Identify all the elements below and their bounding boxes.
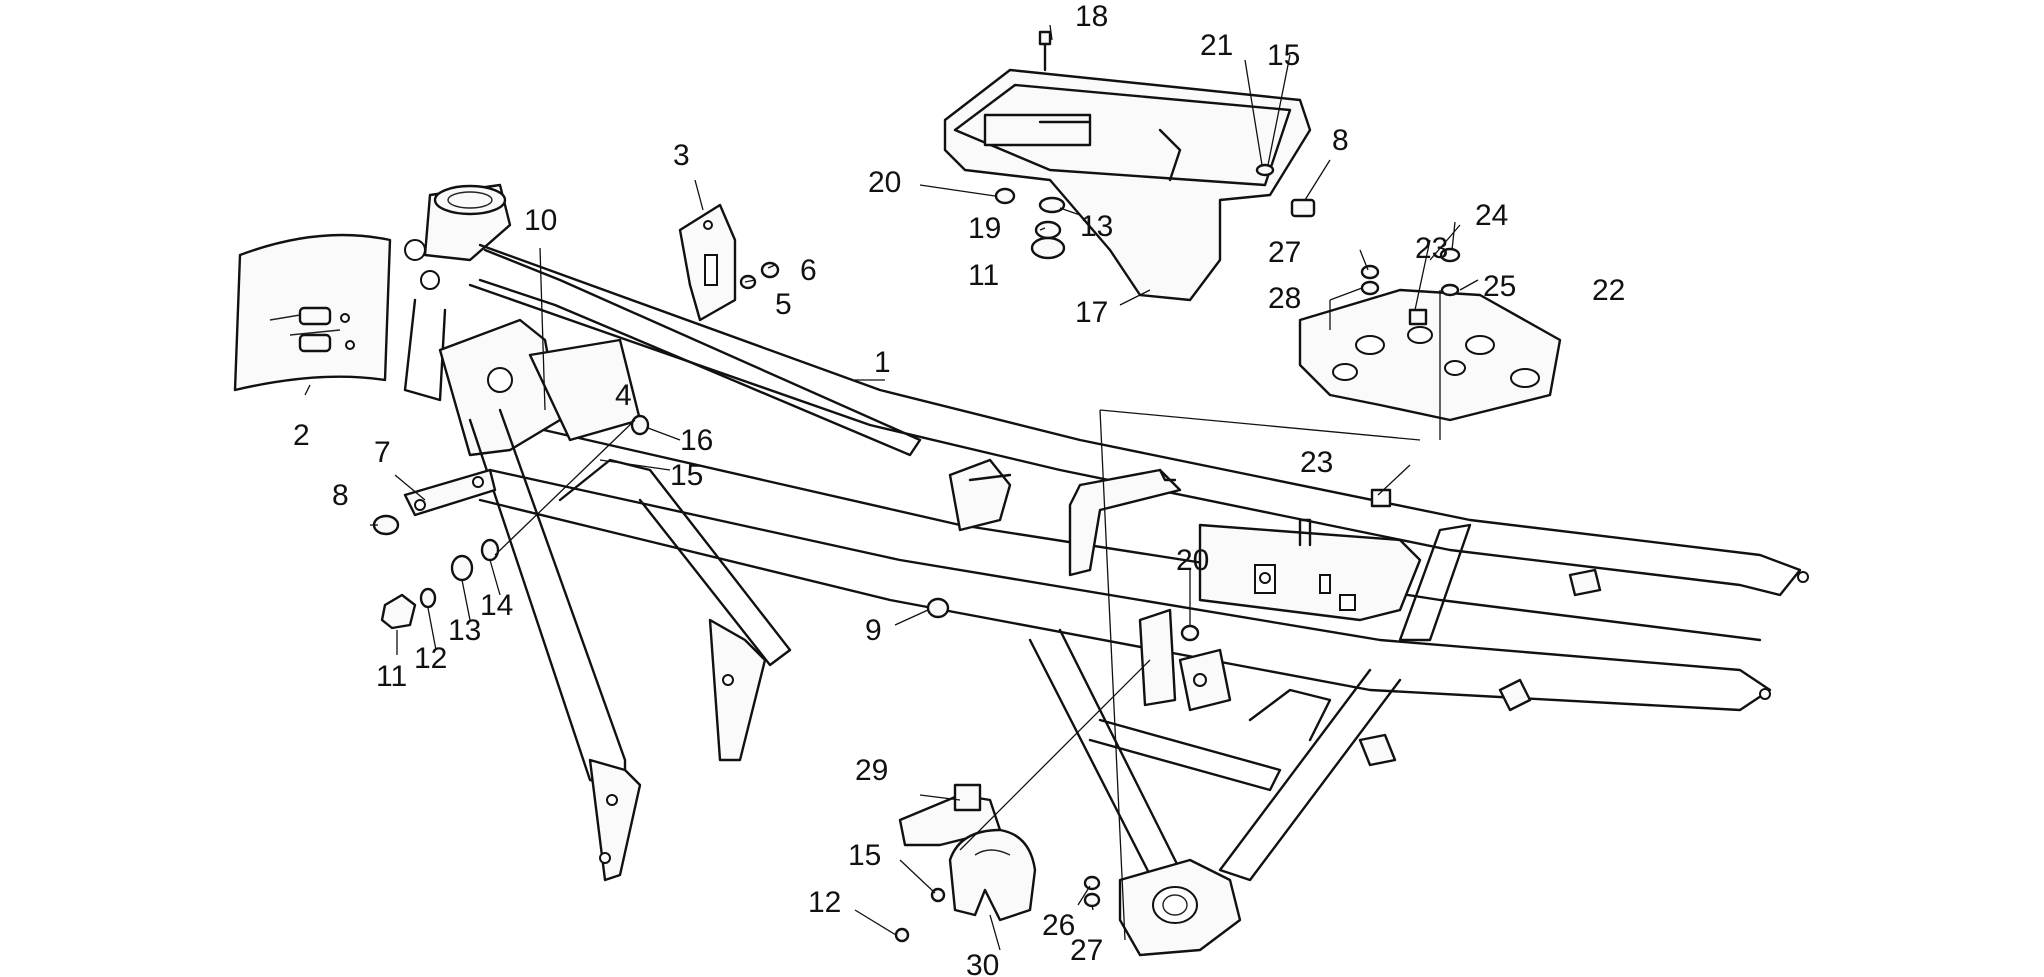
callout-5: 5 <box>775 288 792 321</box>
callout-15-top: 15 <box>1267 39 1300 72</box>
callout-12-bottom: 12 <box>808 886 841 919</box>
callout-28: 28 <box>1268 282 1301 315</box>
callout-15-bottom: 15 <box>848 839 881 872</box>
callout-24: 24 <box>1475 199 1508 232</box>
plate-part-22 <box>1298 288 1562 422</box>
callout-6: 6 <box>800 254 817 287</box>
callout-8-right: 8 <box>1332 124 1349 157</box>
callout-7: 7 <box>374 436 391 469</box>
battery-tray-part-17 <box>943 68 1312 302</box>
callout-2: 2 <box>293 419 310 452</box>
callout-labels: 1 2 3 4 5 6 7 8 8 9 10 11 11 12 12 13 13… <box>293 0 1625 977</box>
callout-23-mid: 23 <box>1300 446 1333 479</box>
callout-12-left: 12 <box>414 642 447 675</box>
callout-26: 26 <box>1042 909 1075 942</box>
callout-9: 9 <box>865 614 882 647</box>
callout-23-top: 23 <box>1415 232 1448 265</box>
callout-11-top: 11 <box>968 259 999 292</box>
callout-15-mid: 15 <box>670 459 703 492</box>
callout-8-left: 8 <box>332 479 349 512</box>
cover-plate-part-2 <box>233 233 392 392</box>
callout-27-bottom: 27 <box>1070 934 1103 967</box>
callout-29: 29 <box>855 754 888 787</box>
callout-30: 30 <box>966 949 999 977</box>
callout-11-left: 11 <box>376 660 407 693</box>
bracket-part-3 <box>678 203 737 322</box>
callout-27-top: 27 <box>1268 236 1301 269</box>
callout-20-mid: 20 <box>1176 544 1209 577</box>
callout-19: 19 <box>968 212 1001 245</box>
callout-22: 22 <box>1592 274 1625 307</box>
callout-13-top: 13 <box>1080 210 1113 243</box>
main-frame <box>403 183 1809 957</box>
callout-16: 16 <box>680 424 713 457</box>
clamp-part-29-30 <box>898 783 1037 922</box>
callout-3: 3 <box>673 139 690 172</box>
leader-lines <box>304 24 1479 951</box>
callout-25: 25 <box>1483 270 1516 303</box>
callout-21: 21 <box>1200 29 1233 62</box>
callout-14: 14 <box>480 589 513 622</box>
callout-4: 4 <box>615 379 632 412</box>
callout-13-left: 13 <box>448 614 481 647</box>
callout-1: 1 <box>874 346 891 379</box>
hardware-parts <box>372 30 1461 943</box>
callout-17: 17 <box>1075 296 1108 329</box>
callout-20-top: 20 <box>868 166 901 199</box>
callout-18: 18 <box>1075 0 1108 33</box>
callout-10: 10 <box>524 204 557 237</box>
